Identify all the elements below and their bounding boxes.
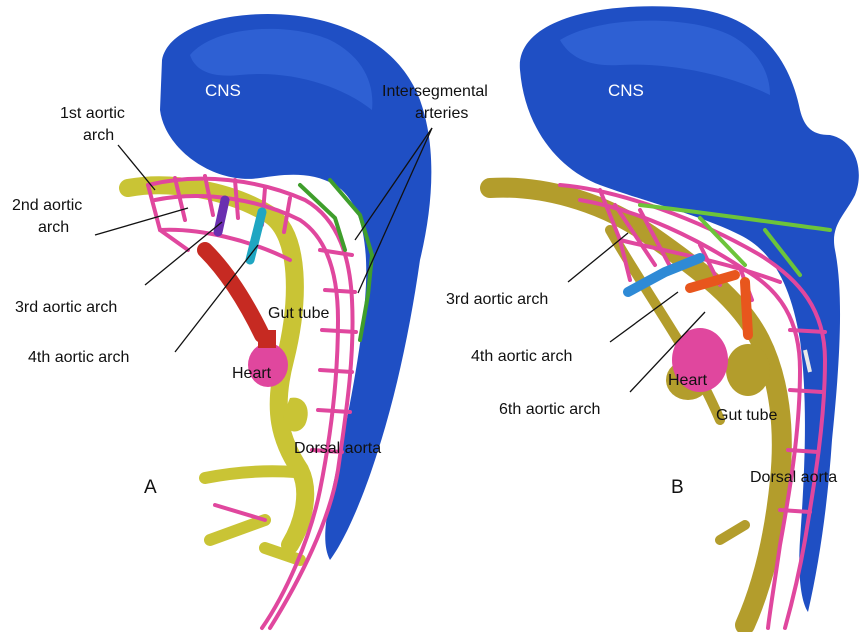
intersegmental-label-line1-a: Intersegmental bbox=[382, 83, 488, 100]
arrow-arch3-b bbox=[568, 233, 628, 282]
arch2-label-line2-a: arch bbox=[38, 219, 69, 236]
dorsal-aorta-label-b: Dorsal aorta bbox=[750, 469, 837, 486]
dorsal-aorta-label-a: Dorsal aorta bbox=[294, 440, 381, 457]
arch-purple-a bbox=[218, 200, 225, 232]
panel-b: CNS 3rd aortic arch 4th aortic arch 6th … bbox=[446, 6, 859, 628]
heart-neck-a bbox=[258, 330, 276, 348]
heart-label-b: Heart bbox=[668, 372, 708, 389]
cns-label-b: CNS bbox=[608, 81, 644, 100]
arch2-label-line1-a: 2nd aortic bbox=[12, 197, 82, 214]
heart-label-a: Heart bbox=[232, 365, 272, 382]
arch1-label-line2-a: arch bbox=[83, 127, 114, 144]
cns-label-a: CNS bbox=[205, 81, 241, 100]
arch4-label-a: 4th aortic arch bbox=[28, 349, 129, 366]
arch4-label-b: 4th aortic arch bbox=[471, 348, 572, 365]
panel-letter-a: A bbox=[144, 477, 157, 498]
arch6-label-b: 6th aortic arch bbox=[499, 401, 600, 418]
arch3-label-b: 3rd aortic arch bbox=[446, 291, 548, 308]
gut-tube-label-a: Gut tube bbox=[268, 305, 329, 322]
panel-letter-b: B bbox=[671, 477, 684, 498]
gut-bulge-b bbox=[726, 344, 770, 396]
arch1-label-line1-a: 1st aortic bbox=[60, 105, 125, 122]
intersegmental-label-line2-a: arteries bbox=[415, 105, 468, 122]
panel-a: CNS Intersegmental arteries 1st aortic a… bbox=[12, 14, 488, 628]
arch3-label-a: 3rd aortic arch bbox=[15, 299, 117, 316]
gut-tube-label-b: Gut tube bbox=[716, 407, 777, 424]
